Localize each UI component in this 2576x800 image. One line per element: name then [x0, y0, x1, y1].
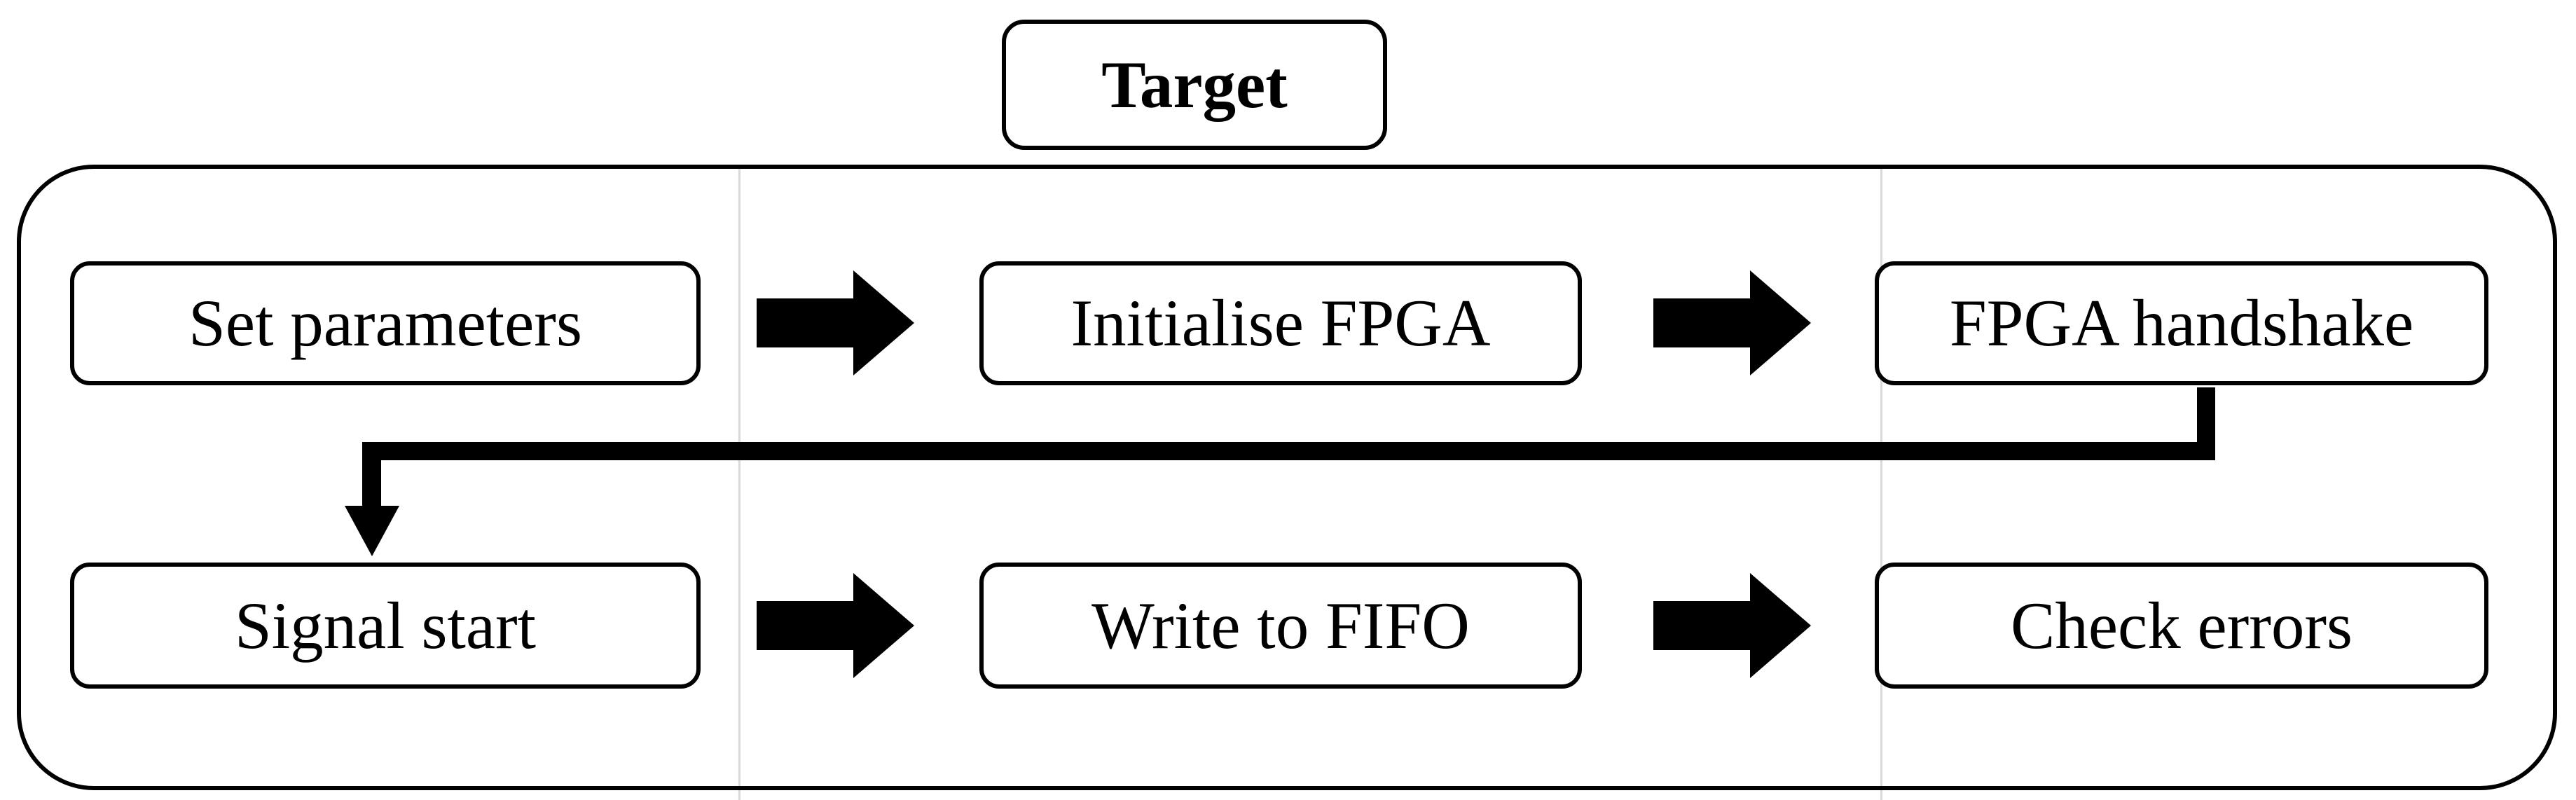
node-signal-start: Signal start [70, 563, 701, 689]
node-set-parameters-label: Set parameters [188, 286, 582, 360]
node-target: Target [1002, 20, 1387, 150]
gridline-artifact-left [738, 167, 741, 800]
node-write-to-fifo-label: Write to FIFO [1091, 588, 1470, 663]
node-target-label: Target [1101, 47, 1288, 122]
connector-horizontal-line [362, 442, 2215, 460]
process-group-container [17, 165, 2557, 790]
connector-arrowhead-icon [345, 506, 399, 556]
node-check-errors-label: Check errors [2011, 588, 2353, 663]
gridline-artifact-right [1880, 167, 1882, 800]
flow-arrow-icon-row2-b [1653, 573, 1811, 678]
node-initialise-fpga: Initialise FPGA [979, 261, 1582, 385]
flow-arrow-icon-row1-a [757, 270, 914, 375]
node-fpga-handshake-label: FPGA handshake [1949, 286, 2414, 360]
node-set-parameters: Set parameters [70, 261, 701, 385]
node-check-errors: Check errors [1875, 563, 2488, 689]
node-write-to-fifo: Write to FIFO [979, 563, 1582, 689]
node-signal-start-label: Signal start [234, 588, 537, 663]
connector-vertical-to-signal-start [362, 442, 381, 506]
flow-arrow-icon-row1-b [1653, 270, 1811, 375]
node-initialise-fpga-label: Initialise FPGA [1070, 286, 1491, 360]
flow-arrow-icon-row2-a [757, 573, 914, 678]
node-fpga-handshake: FPGA handshake [1875, 261, 2488, 385]
